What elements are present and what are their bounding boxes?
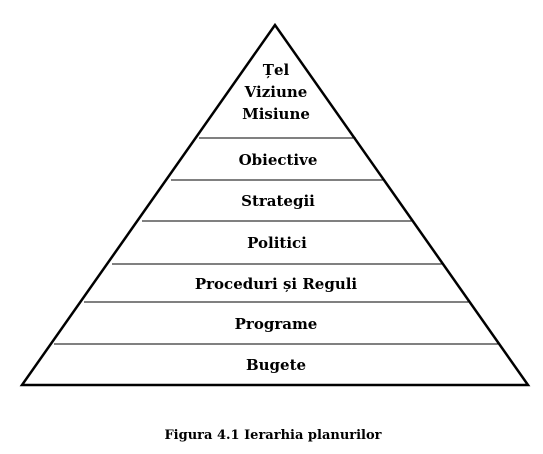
level-mission-text: Misiune: [242, 105, 310, 123]
level-vision-text: Viziune: [244, 83, 308, 101]
level-programs-text: Programe: [235, 315, 318, 333]
pyramid-outline: [19, 22, 531, 387]
level-procedures-rules-text: Proceduri și Reguli: [195, 275, 358, 293]
level-budgets-text: Bugete: [246, 356, 306, 374]
level-policies-text: Politici: [247, 234, 307, 252]
level-objectives-text: Obiective: [239, 151, 318, 169]
level-goal-text: Țel: [263, 61, 290, 79]
level-strategies-text: Strategii: [241, 192, 315, 210]
figure-caption: Figura 4.1 Ierarhia planurilor: [164, 428, 381, 443]
